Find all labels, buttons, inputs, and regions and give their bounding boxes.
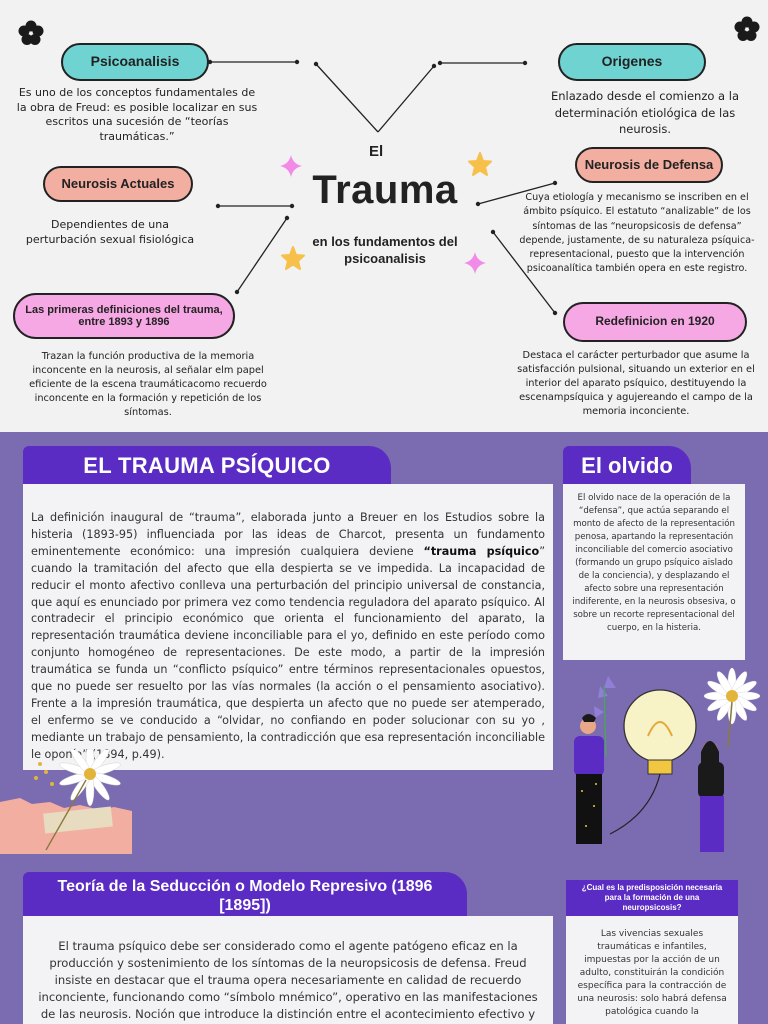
connector-lines <box>207 59 558 316</box>
mindmap-section: El Trauma en los fundamentos del psicoan… <box>0 0 768 432</box>
flower-icon <box>734 16 760 41</box>
predisposicion-card: Las vivencias sexuales traumáticas e inf… <box>566 916 738 1024</box>
node-psicoanalisis: Psicoanalisis <box>61 43 209 81</box>
section-question: ¿Cual es la predisposición necesaria par… <box>581 883 723 912</box>
node-origenes: Origenes <box>558 43 706 81</box>
text-part: ” cuando la tramitación del afecto que e… <box>31 544 545 761</box>
daisy-collage-decoration <box>0 750 132 854</box>
title-prefix: El <box>369 143 384 160</box>
node-label: Psicoanalisis <box>90 53 180 70</box>
person-figure-right <box>698 741 724 852</box>
illustration-people-lightbulb <box>574 667 760 852</box>
seduccion-text: El trauma psíquico debe ser considerado … <box>38 939 538 1021</box>
olvido-text: El olvido nace de la operación de la “de… <box>572 493 736 633</box>
seduccion-header: Teoría de la Seducción o Modelo Represiv… <box>23 872 467 920</box>
node-label: Neurosis de Defensa <box>584 156 714 172</box>
daisy-icon <box>703 667 760 749</box>
node-label: Origenes <box>601 53 663 70</box>
section-title: El olvido <box>581 453 673 478</box>
page-subtitle: en los fundamentos del psicoanalisis <box>312 234 458 266</box>
node-origenes-text: Enlazado desde el comienzo a la determin… <box>551 89 739 136</box>
trauma-psiquico-header: EL TRAUMA PSÍQUICO <box>23 446 391 486</box>
node-neurosis-defensa-text: Cuya etiología y mecanismo se inscriben … <box>519 192 755 275</box>
trauma-psiquico-card: La definición inaugural de “trauma”, ela… <box>23 484 553 770</box>
node-label: Redefinicion en 1920 <box>595 314 715 329</box>
page-title: Trauma <box>312 168 458 212</box>
text-part: La definición inaugural de “trauma”, ela… <box>31 511 545 558</box>
seduccion-card: El trauma psíquico debe ser considerado … <box>23 916 553 1024</box>
node-label: Las primeras definiciones del trauma, en… <box>25 303 223 328</box>
content-section: EL TRAUMA PSÍQUICO La definición inaugur… <box>0 432 768 1024</box>
trauma-psiquico-emphasis: “trauma psíquico <box>423 544 540 558</box>
node-neurosis-defensa: Neurosis de Defensa <box>575 147 723 183</box>
person-figure-left <box>574 714 604 844</box>
node-label: Neurosis Actuales <box>61 175 175 191</box>
node-primeras-definiciones: Las primeras definiciones del trauma, en… <box>13 293 235 339</box>
olvido-card: El olvido nace de la operación de la “de… <box>563 484 745 660</box>
sparkle-star-icon <box>280 155 302 177</box>
section-title: EL TRAUMA PSÍQUICO <box>83 453 331 478</box>
star-icon <box>281 246 305 270</box>
node-neurosis-actuales-text: Dependientes de una perturbación sexual … <box>25 218 195 246</box>
light-bulb-icon <box>609 689 697 835</box>
trauma-psiquico-text: La definición inaugural de “trauma”, ela… <box>31 510 545 764</box>
flower-icon <box>18 20 44 45</box>
star-icon <box>468 152 492 176</box>
predisposicion-text: Las vivencias sexuales traumáticas e inf… <box>577 929 727 1017</box>
olvido-header: El olvido <box>563 446 691 486</box>
predisposicion-header: ¿Cual es la predisposición necesaria par… <box>566 880 738 916</box>
section-title: Teoría de la Seducción o Modelo Represiv… <box>57 878 433 914</box>
sparkle-star-icon <box>464 252 486 274</box>
node-primeras-definiciones-text: Trazan la función productiva de la memor… <box>29 351 267 418</box>
node-redefinicion: Redefinicion en 1920 <box>563 302 747 342</box>
node-psicoanalisis-text: Es uno de los conceptos fundamentales de… <box>16 86 258 143</box>
node-neurosis-actuales: Neurosis Actuales <box>43 166 193 202</box>
node-redefinicion-text: Destaca el carácter perturbador que asum… <box>517 350 755 417</box>
